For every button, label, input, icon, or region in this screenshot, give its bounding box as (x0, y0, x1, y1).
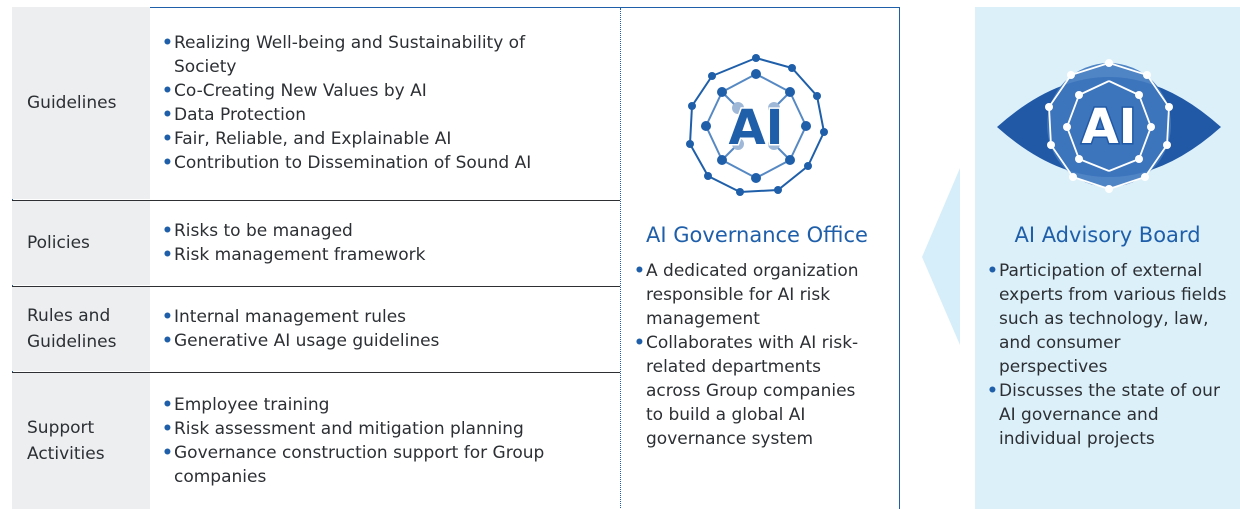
row-items: •Realizing Well-being and Sustainability… (162, 7, 620, 199)
row-divider (12, 286, 620, 287)
ai-governance-office: AI AI Governance Office •A dedicated org… (622, 7, 898, 507)
ai-advisory-board: AI AI Advisory Board •Participation of e… (975, 7, 1240, 509)
svg-text:AI: AI (728, 100, 783, 156)
list-item: •Risk management framework (162, 245, 426, 265)
row-support: Support Activities •Employee training •R… (12, 373, 620, 509)
list-item: •Employee training (162, 395, 330, 415)
row-items: •Internal management rules •Generative A… (162, 287, 620, 371)
row-policies: Policies •Risks to be managed •Risk mana… (12, 201, 620, 285)
list-item: •Fair, Reliable, and Explainable AI (162, 129, 452, 149)
list-item: •Contribution to Dissemination of Sound … (162, 153, 532, 173)
office-description: •A dedicated organization responsible fo… (634, 259, 869, 451)
list-item: •Risks to be managed (162, 221, 353, 241)
ai-sphere-icon: AI (686, 54, 828, 196)
dotted-divider (620, 8, 621, 508)
list-item: •Collaborates with AI risk-related depar… (634, 333, 859, 449)
list-item: •Generative AI usage guidelines (162, 331, 440, 351)
list-item: •Risk assessment and mitigation planning (162, 419, 524, 439)
row-divider (12, 372, 620, 373)
list-item: •Participation of external experts from … (987, 261, 1227, 377)
ai-eye-icon: AI (997, 59, 1221, 193)
list-item: •Realizing Well-being and Sustainability… (162, 33, 526, 77)
row-rules: Rules and Guidelines •Internal managemen… (12, 287, 620, 371)
svg-text:AI: AI (1081, 99, 1136, 155)
row-label: Support Activities (12, 373, 150, 509)
row-divider (12, 200, 620, 201)
row-label: Policies (12, 201, 150, 285)
row-items: •Employee training •Risk assessment and … (162, 373, 620, 509)
list-item: •Discusses the state of our AI governanc… (987, 381, 1220, 449)
left-arrow-shape (922, 168, 960, 345)
list-item: •Internal management rules (162, 307, 407, 327)
list-item: •Governance construction support for Gro… (162, 443, 545, 487)
row-items: •Risks to be managed •Risk management fr… (162, 201, 620, 285)
row-label: Rules and Guidelines (12, 287, 150, 371)
list-item: •A dedicated organization responsible fo… (634, 261, 859, 329)
office-title: AI Governance Office (646, 223, 868, 247)
list-item: •Data Protection (162, 105, 306, 125)
row-guidelines: Guidelines •Realizing Well-being and Sus… (12, 7, 620, 199)
list-item: •Co-Creating New Values by AI (162, 81, 427, 101)
board-title: AI Advisory Board (1014, 223, 1201, 247)
board-description: •Participation of external experts from … (987, 259, 1227, 451)
row-label: Guidelines (12, 7, 150, 199)
